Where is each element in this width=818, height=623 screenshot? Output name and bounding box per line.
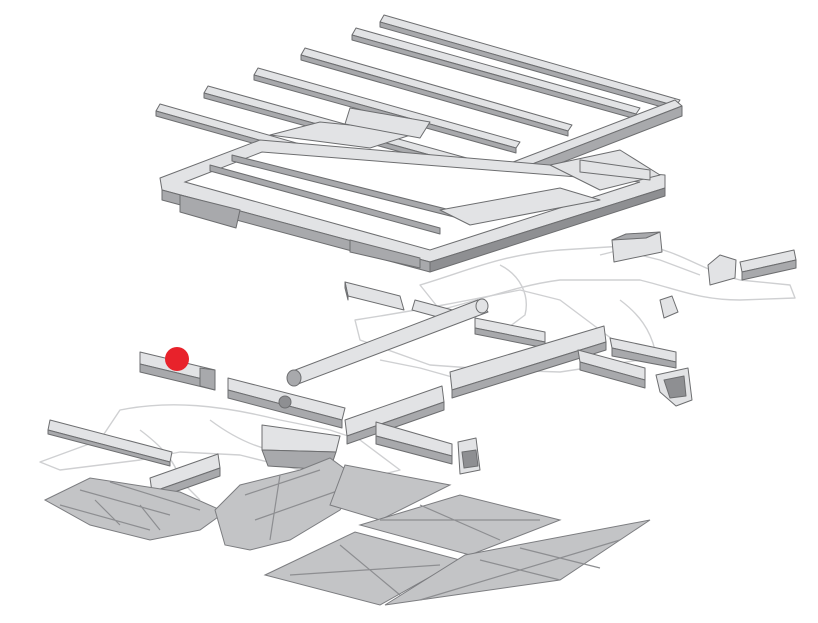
floor-pan-center (329, 464, 562, 556)
member-f (344, 385, 445, 445)
front-bracket-box (611, 231, 663, 263)
cross-rail-3 (300, 47, 573, 137)
member-a (344, 281, 405, 311)
cross-rail-1 (379, 14, 681, 112)
mid-members (47, 231, 797, 501)
left-long-rail (47, 419, 173, 467)
short-rail-right (739, 249, 797, 281)
floor-pan-front-right (384, 519, 651, 606)
floor-pans (43, 457, 651, 606)
cross-rail-2 (351, 27, 641, 120)
floor-pan-left (43, 477, 226, 541)
member-h (609, 337, 677, 369)
red-marker-dot (165, 347, 189, 371)
member-g (577, 349, 646, 389)
frame-perimeter (159, 107, 666, 273)
member-c (474, 317, 546, 349)
upper-frame-assembly (155, 14, 683, 273)
wedge-bracket (707, 254, 737, 286)
member-d (227, 377, 346, 429)
cross-tube (286, 298, 489, 387)
member-i (375, 421, 453, 465)
bracket-center (457, 437, 481, 475)
bracket-right-a (659, 295, 679, 319)
bracket-right-b (655, 367, 693, 407)
member-e (449, 325, 607, 399)
